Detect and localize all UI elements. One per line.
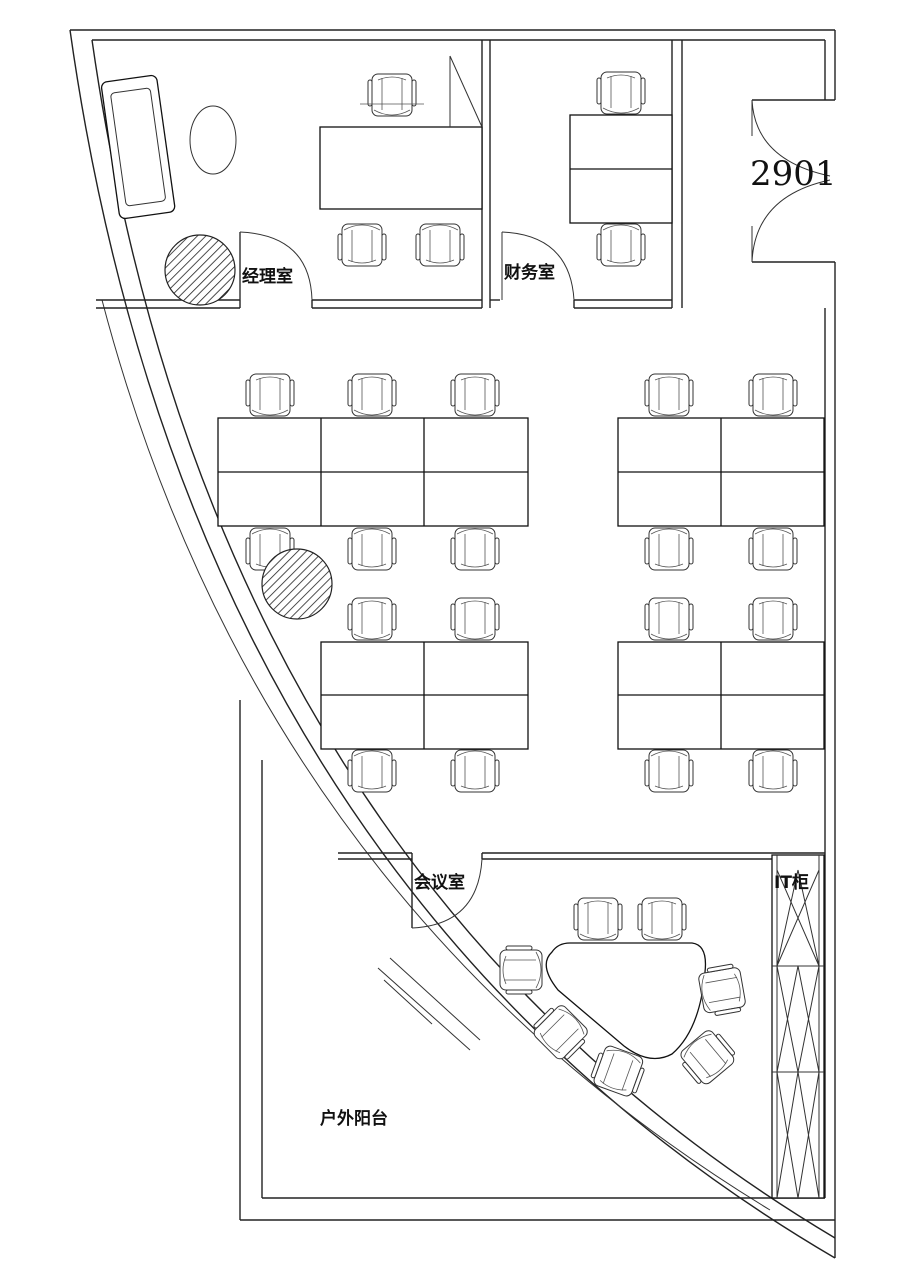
- room-label-meeting: 会议室: [414, 872, 465, 893]
- open-office: [217, 373, 825, 793]
- workstation-chair: [748, 373, 798, 417]
- workstation-chair: [748, 597, 798, 641]
- meeting-chair: [573, 897, 623, 941]
- workstation-chair: [450, 597, 500, 641]
- workstation-chair: [347, 373, 397, 417]
- oval-table: [189, 105, 237, 175]
- it-cabinet: [771, 854, 825, 1199]
- workstation-chair: [450, 749, 500, 793]
- finance-office: [490, 40, 683, 309]
- workstation-chair: [748, 527, 798, 571]
- visitor-chair: [337, 223, 387, 267]
- room-label-finance: 财务室: [503, 262, 555, 283]
- workstation-chair: [347, 597, 397, 641]
- workstation-chair: [644, 749, 694, 793]
- room-label-it-cabinet: IT柜: [774, 872, 809, 893]
- meeting-chair: [637, 897, 687, 941]
- plant: [261, 548, 333, 620]
- workstation-chair: [245, 373, 295, 417]
- outer-walls: [69, 29, 836, 1259]
- workstation-chair: [347, 527, 397, 571]
- manager-desk: [319, 126, 483, 210]
- meeting-chair: [499, 945, 543, 995]
- entrance-door: [751, 99, 835, 263]
- workstation-chair: [347, 749, 397, 793]
- room-label-manager: 经理室: [242, 266, 293, 287]
- workstation-chair: [644, 373, 694, 417]
- finance-chair: [596, 223, 646, 267]
- meeting-table: [545, 942, 707, 1060]
- finance-chair: [596, 71, 646, 115]
- desk-cluster-left-bottom: [320, 641, 529, 750]
- room-label-balcony: 户外阳台: [320, 1108, 388, 1129]
- manager-chair: [367, 73, 417, 117]
- workstation-chair: [450, 527, 500, 571]
- visitor-chair: [415, 223, 465, 267]
- plant: [164, 234, 236, 306]
- unit-number: 2901: [750, 154, 837, 194]
- manager-office: [96, 40, 491, 309]
- workstation-chair: [450, 373, 500, 417]
- desk-cluster-right-top: [617, 417, 825, 527]
- workstation-chair: [644, 597, 694, 641]
- desk-cluster-right-bottom: [617, 641, 825, 750]
- workstation-chair: [748, 749, 798, 793]
- desk-cluster-left-top: [217, 417, 529, 527]
- workstation-chair: [644, 527, 694, 571]
- meeting-room: [338, 852, 825, 1100]
- sofa: [100, 74, 176, 220]
